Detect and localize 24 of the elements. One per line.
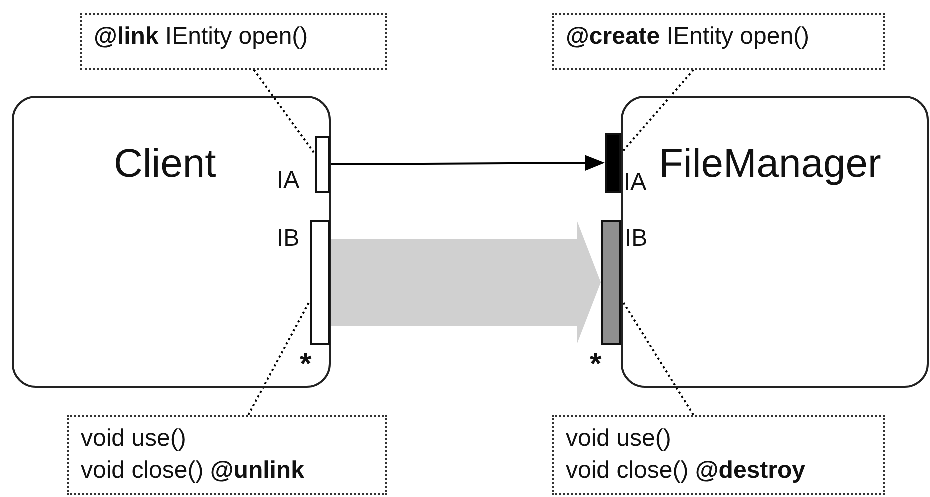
- note-text: void close() @unlink: [81, 456, 306, 486]
- leader-line: [253, 69, 316, 155]
- note-box: [67, 415, 387, 495]
- note-box: [552, 415, 885, 495]
- leader-line: [620, 69, 694, 154]
- note-box: [552, 13, 885, 70]
- arrow: [330, 155, 605, 172]
- note-text: @create IEntity open(): [566, 22, 811, 52]
- component-name: Client: [114, 142, 216, 186]
- note-box: [80, 13, 387, 70]
- port-label: IB: [277, 226, 300, 252]
- note-text: @link IEntity open(): [94, 22, 310, 52]
- multiplicity-label: *: [300, 352, 312, 378]
- component-name: FileManager: [659, 142, 882, 186]
- port-label: IA: [277, 168, 300, 194]
- note-text: void use(): [566, 424, 672, 454]
- multiplicity-label: *: [590, 352, 602, 378]
- note-text: void close() @destroy: [566, 456, 806, 486]
- note-text: void use(): [81, 424, 188, 454]
- leader-line: [248, 300, 311, 416]
- port-label: IA: [624, 170, 647, 196]
- component-box: [621, 96, 929, 388]
- component-box: [12, 96, 331, 388]
- port-label: IB: [625, 226, 648, 252]
